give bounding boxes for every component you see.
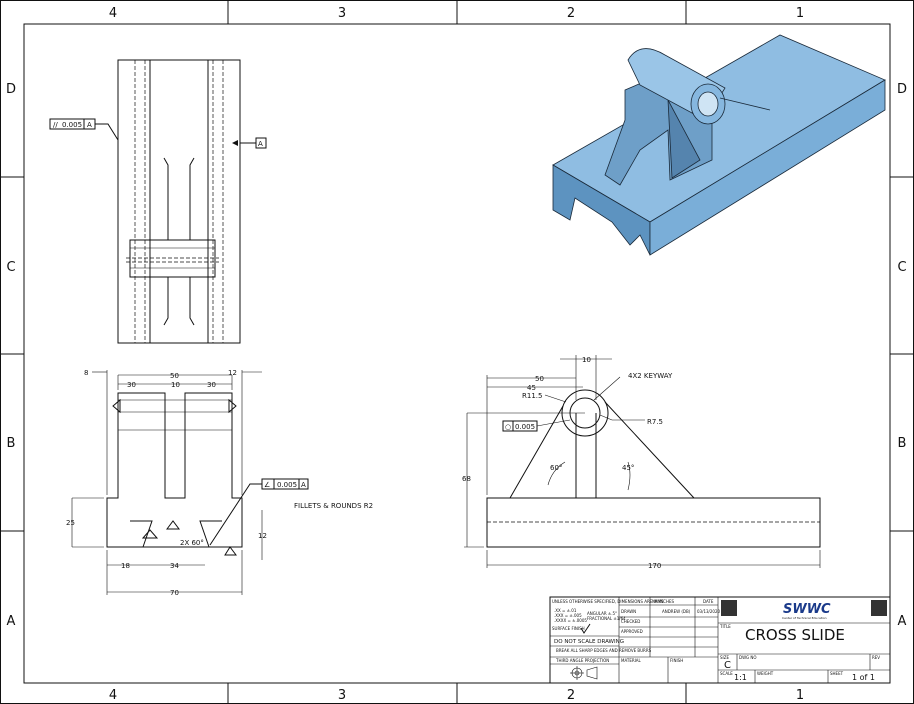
- zone-labels: 4 3 2 1 4 3 2 1 D C B A D C B A: [6, 6, 907, 703]
- circularity-value: 0.005: [515, 423, 535, 431]
- zone-col-4-bottom: 4: [109, 688, 117, 703]
- size-label: SIZE: [720, 655, 729, 660]
- dim-keyway-width: 10: [582, 356, 591, 364]
- projection-label: THIRD ANGLE PROJECTION: [555, 658, 609, 663]
- parallelism-symbol: //: [53, 121, 58, 129]
- zone-row-c: C: [6, 260, 15, 275]
- dim-outer-radius: R11.5: [522, 392, 542, 400]
- zone-row-d: D: [6, 82, 16, 97]
- dim-angle: 2X 60°: [180, 539, 204, 547]
- approved-label: APPROVED: [621, 629, 643, 634]
- zone-row-a-right: A: [898, 614, 907, 629]
- datum-a-box: [255, 137, 267, 149]
- zone-col-3-bottom: 3: [338, 688, 346, 703]
- angularity-symbol: ∠: [264, 481, 270, 489]
- zone-row-b-right: B: [898, 436, 907, 451]
- no-scale-note: DO NOT SCALE DRAWING: [554, 639, 624, 645]
- finish-label: FINISH: [670, 658, 683, 663]
- drawing-title: CROSS SLIDE: [745, 626, 845, 644]
- angular-tol: ANGULAR ±.5°: [587, 611, 617, 616]
- sheet-label: SHEET: [830, 671, 844, 676]
- angularity-value: 0.005: [277, 481, 297, 489]
- rev-label: REV: [872, 655, 880, 660]
- dim-upright-left: 30: [127, 381, 136, 389]
- dim-keyway: 4X2 KEYWAY: [628, 372, 673, 380]
- zone-col-2-bottom: 2: [567, 688, 575, 703]
- circularity-symbol: ○: [505, 423, 511, 431]
- material-label: MATERIAL: [621, 658, 642, 663]
- dim-length: 170: [648, 562, 661, 570]
- dim-base-height: 25: [66, 519, 75, 527]
- side-view: 10 50 45 R11.5 R7.5 4X2 KEYWAY 68 170 60…: [462, 355, 821, 570]
- size-value: C: [724, 660, 731, 671]
- datum-a-label: A: [258, 140, 263, 148]
- zone-row-c-right: C: [897, 260, 906, 275]
- scale-value: 1:1: [734, 673, 747, 682]
- dim-right-angle: 45°: [622, 464, 634, 472]
- tolerance-note: UNLESS OTHERWISE SPECIFIED, DIMENSIONS A…: [552, 599, 674, 604]
- tol-line-1: .XX = ±.01: [554, 608, 577, 613]
- dim-gap: 10: [171, 381, 180, 389]
- dim-overall-top: 50: [170, 372, 179, 380]
- tol-line-2: .XXX = ±.005: [554, 613, 582, 618]
- fractional-tol: FRACTIONAL ±1/64: [587, 616, 626, 621]
- zone-col-4: 4: [109, 6, 117, 21]
- surface-finish-icon: [580, 623, 591, 634]
- title-block: UNLESS OTHERWISE SPECIFIED, DIMENSIONS A…: [549, 596, 891, 684]
- third-angle-projection-icon: [570, 666, 598, 680]
- swwc-logo: SWWC: [783, 602, 831, 617]
- zone-row-b: B: [7, 436, 16, 451]
- weight-label: WEIGHT: [757, 671, 774, 676]
- zone-col-1-bottom: 1: [796, 688, 804, 703]
- parallelism-datum: A: [87, 121, 92, 129]
- dim-upright-right: 30: [207, 381, 216, 389]
- name-header: NAME: [652, 599, 664, 604]
- surface-finish-label: SURFACE FINISH: [552, 626, 585, 631]
- dim-left-overhang: 8: [84, 369, 88, 377]
- fillets-note: FILLETS & ROUNDS R2: [294, 502, 373, 510]
- zone-col-3: 3: [338, 6, 346, 21]
- zone-col-2: 2: [567, 6, 575, 21]
- zone-row-a: A: [7, 614, 16, 629]
- dim-inner-radius: R7.5: [647, 418, 663, 426]
- circularity-frame: [502, 420, 538, 432]
- qr-code-left: [721, 600, 737, 616]
- qr-code-right: [871, 600, 887, 616]
- drawn-label: DRAWN: [621, 609, 636, 614]
- top-view: // 0.005 A A: [49, 59, 267, 344]
- angularity-datum: A: [301, 481, 306, 489]
- dim-dovetail-depth: 12: [258, 532, 267, 540]
- dim-to-center-a: 50: [535, 375, 544, 383]
- sheet-value: 1 of 1: [852, 673, 875, 682]
- isometric-view: [552, 34, 886, 256]
- scale-label: SCALE: [720, 671, 733, 676]
- drawn-name: ANDREW (DB): [662, 609, 691, 614]
- zone-col-1: 1: [796, 6, 804, 21]
- dim-right-overhang: 12: [228, 369, 237, 377]
- swwc-logo-subtitle: Center of Technical Education: [782, 616, 827, 620]
- dwg-no-label: DWG NO: [739, 655, 757, 660]
- checked-label: CHECKED: [621, 619, 640, 624]
- dim-left-angle: 60°: [550, 464, 562, 472]
- date-header: DATE: [703, 599, 714, 604]
- zone-row-d-right: D: [897, 82, 907, 97]
- tol-line-3: .XXXX = ±.0005: [554, 618, 587, 623]
- drawn-date: 03/13/2020: [697, 609, 721, 614]
- dim-overall: 70: [170, 589, 179, 597]
- dim-to-center-b: 45: [527, 384, 536, 392]
- dim-dovetail-width: 34: [170, 562, 179, 570]
- front-view: 8 50 12 30 10 30 25 12 18 34 70 2X 60° ∠…: [66, 369, 373, 597]
- dim-dovetail-offset: 18: [121, 562, 130, 570]
- break-edges-note: BREAK ALL SHARP EDGES AND REMOVE BURRS: [556, 648, 652, 653]
- dim-height: 68: [462, 475, 471, 483]
- parallelism-value: 0.005: [62, 121, 82, 129]
- title-label: TITLE: [719, 624, 731, 629]
